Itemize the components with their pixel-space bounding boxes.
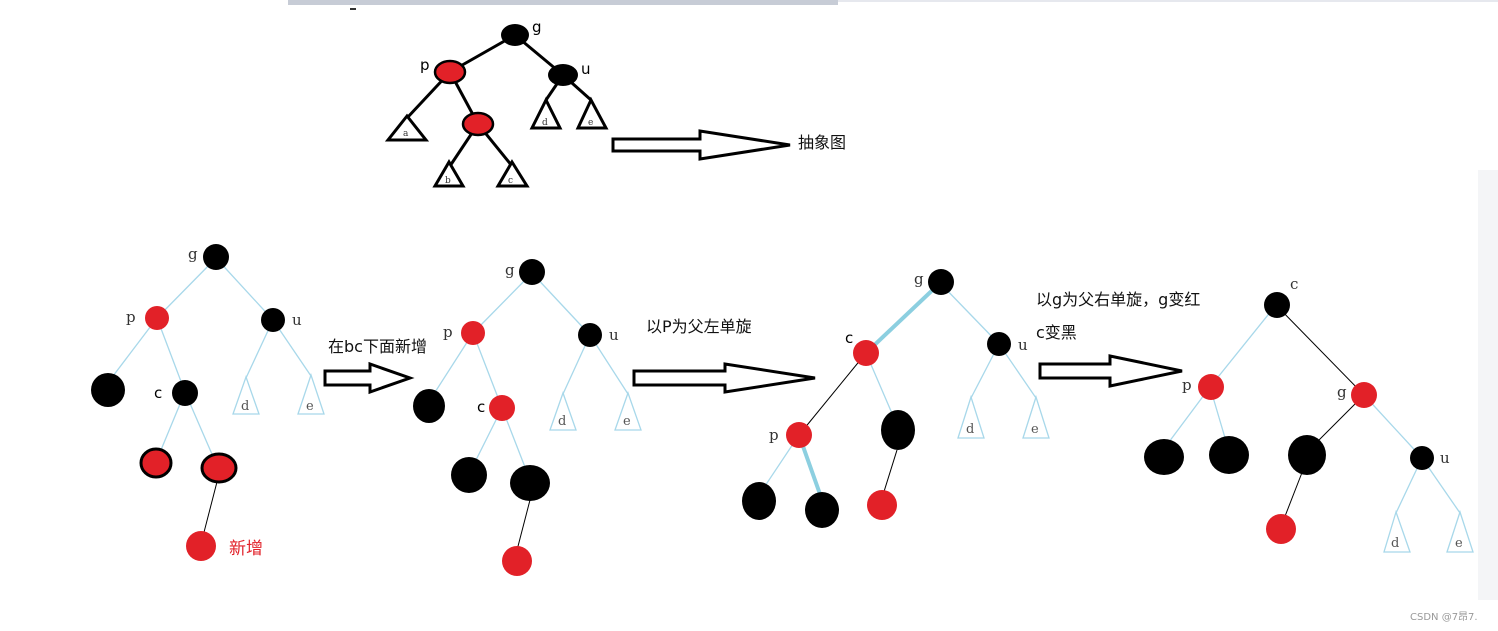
abstract-label-g: g	[532, 18, 542, 36]
abstract-tree: g p u a b c d e 抽象图	[384, 18, 846, 188]
abstract-node-c	[461, 111, 495, 137]
s1-label-c: c	[154, 384, 162, 402]
s3-label-g: g	[914, 270, 924, 288]
s4-label-d: d	[1391, 536, 1399, 551]
subtree-a	[384, 113, 430, 142]
s4-label-u: u	[1440, 449, 1450, 467]
s3-label-e: e	[1031, 422, 1039, 437]
s4-node-g	[1351, 382, 1377, 408]
abstract-sub-d: d	[542, 118, 548, 128]
s2-node-c	[489, 395, 515, 421]
s3-node-p	[786, 422, 812, 448]
s2-label-u: u	[609, 326, 619, 344]
top-dash	[350, 8, 356, 10]
s3-node-u	[987, 332, 1011, 356]
s1-new-node	[186, 531, 216, 561]
s1-node-left-red	[139, 447, 173, 479]
s3-caption-1: 以g为父右单旋，g变红	[1036, 290, 1200, 309]
s4-node-b	[1209, 436, 1249, 474]
abstract-node-p	[433, 59, 467, 85]
s1-node-c	[172, 380, 198, 406]
new-edge	[201, 477, 219, 541]
s2-label-g: g	[505, 261, 515, 279]
s4-node-left-black	[1288, 435, 1326, 475]
s3-node-right-black	[881, 410, 915, 450]
abstract-label-u: u	[581, 60, 591, 78]
subtree-d	[529, 96, 563, 130]
tree-step-3: g c u p d e 以g为父右单旋，g变红 c变黑	[742, 269, 1200, 528]
s2-node-right-black	[510, 465, 550, 501]
s2-new-node	[502, 546, 532, 576]
s2-arrow	[632, 362, 816, 394]
s1-new-label: 新增	[229, 539, 263, 559]
s3-node-b	[805, 492, 839, 528]
s4-node-p	[1198, 374, 1224, 400]
s4-node-u	[1410, 446, 1434, 470]
right-edge-shade	[1478, 170, 1498, 600]
abstract-node-g	[501, 24, 529, 46]
s1-label-g: g	[188, 245, 198, 263]
top-gray-bar	[288, 0, 838, 5]
abstract-sub-a: a	[403, 129, 409, 139]
subtree-e	[575, 96, 609, 130]
s4-label-g: g	[1337, 383, 1347, 401]
s3-label-c: c	[845, 329, 853, 347]
s2-label-d: d	[558, 414, 566, 429]
s1-node-g	[203, 244, 229, 270]
s3-label-d: d	[966, 422, 974, 437]
s3-rotated-edge-gc	[864, 281, 942, 355]
abstract-sub-e: e	[588, 118, 593, 128]
s1-arrow	[323, 361, 415, 395]
s4-label-c: c	[1290, 275, 1298, 293]
s3-arrow	[1038, 354, 1183, 388]
abstract-sub-b: b	[445, 176, 451, 186]
s1-label-p: p	[126, 308, 136, 326]
s1-node-p	[145, 306, 169, 330]
s3-label-p: p	[769, 426, 779, 444]
s4-new-node	[1266, 514, 1296, 544]
abstract-sub-c: c	[508, 176, 513, 186]
s3-caption-2: c变黑	[1036, 323, 1077, 342]
s2-label-e: e	[623, 414, 631, 429]
abstract-caption: 抽象图	[798, 133, 846, 152]
s4-label-p: p	[1182, 376, 1192, 394]
tree-step-2: g p u c d e 以P为父左单旋	[413, 259, 816, 576]
s2-node-a	[413, 389, 445, 423]
tree-step-1: g p u c d e 新增 在bc下面新增	[91, 244, 427, 561]
s2-label-p: p	[443, 323, 453, 341]
s1-label-d: d	[241, 399, 249, 414]
s2-node-left-black	[451, 457, 487, 493]
s1-label-u: u	[292, 311, 302, 329]
s4-node-c	[1264, 292, 1290, 318]
s3-node-c	[853, 340, 879, 366]
s1-label-e: e	[306, 399, 314, 414]
s1-node-right-red	[200, 452, 238, 484]
s2-node-p	[461, 321, 485, 345]
s2-caption: 以P为父左单旋	[646, 317, 752, 336]
s3-node-g	[928, 269, 954, 295]
s1-node-a	[91, 373, 125, 407]
abstract-label-p: p	[420, 56, 430, 74]
s1-node-u	[261, 308, 285, 332]
abstract-arrow	[611, 129, 791, 161]
s1-caption: 在bc下面新增	[328, 337, 427, 356]
top-light-line	[838, 0, 1498, 2]
subtree-c	[495, 159, 530, 188]
s2-node-g	[519, 259, 545, 285]
tree-step-4: c p g u d e	[1144, 275, 1474, 553]
watermark: CSDN @7昂7.	[1410, 611, 1478, 623]
s4-node-a	[1144, 439, 1184, 475]
s4-label-e: e	[1455, 536, 1463, 551]
subtree-b	[432, 159, 466, 188]
s2-label-c: c	[477, 398, 485, 416]
abstract-node-u	[548, 64, 578, 86]
s2-node-u	[578, 323, 602, 347]
s3-node-a	[742, 482, 776, 520]
s3-new-node	[867, 490, 897, 520]
s3-label-u: u	[1018, 336, 1028, 354]
